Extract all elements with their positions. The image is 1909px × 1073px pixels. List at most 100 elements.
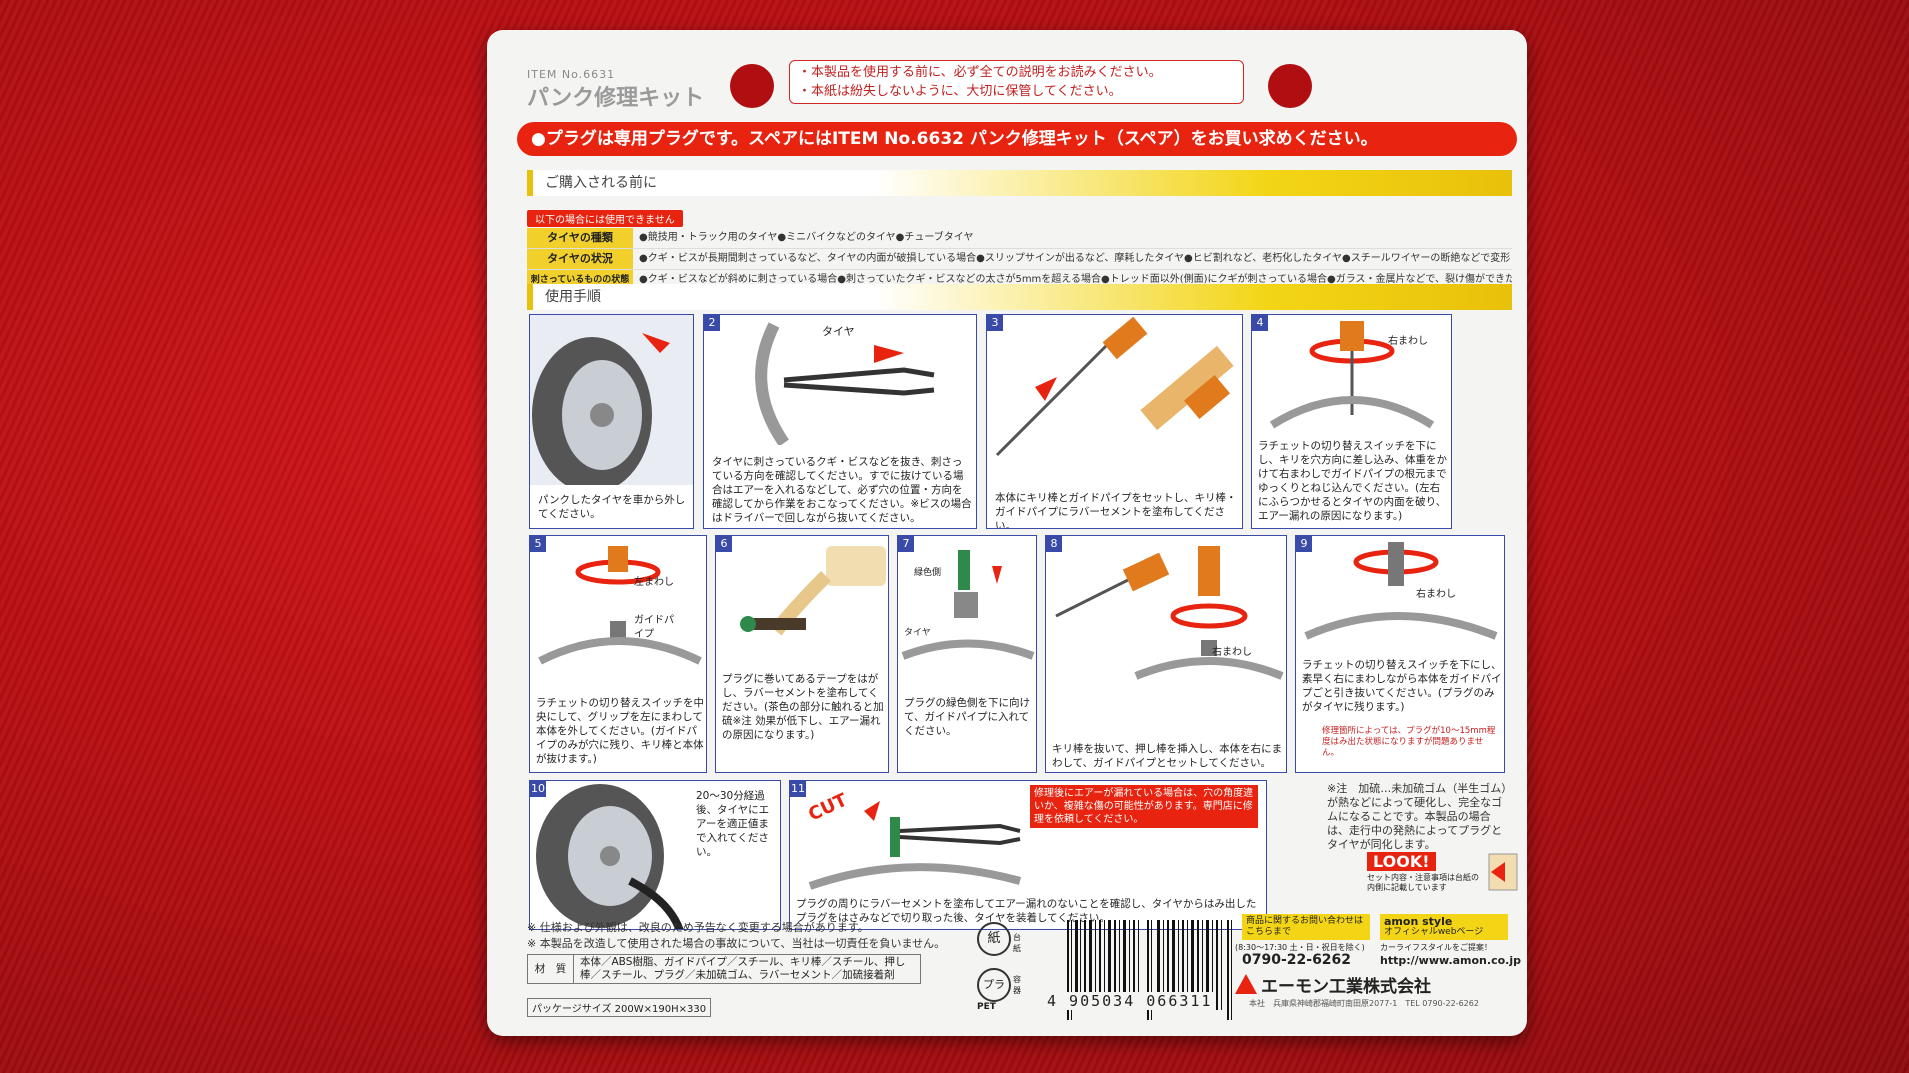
row-label: タイヤの種類	[527, 228, 633, 248]
step-number: 9	[1296, 536, 1312, 552]
step-1-panel: 1 パンクしたタイヤを車から外してください。	[529, 314, 694, 529]
step-4-panel: 4 右まわし ラチェットの切り替えスイッチを下にし、キリを穴方向に差し込み、体重…	[1251, 314, 1452, 529]
step-number: 5	[530, 536, 546, 552]
not-usable-badge: 以下の場合には使用できません	[527, 210, 683, 227]
step-8-panel: 8 右まわし キリ棒を抜いて、押し棒を挿入し、本体を右にまわして、ガイドパイプと…	[1045, 535, 1287, 773]
right-turn-illustration	[1269, 321, 1435, 429]
company-logo-icon	[1235, 974, 1257, 994]
pet-mark: PET	[977, 1002, 996, 1012]
row-text: ●クギ・ビスが長期間刺さっているなど、タイヤの内面が破損している場合●スリップサ…	[639, 253, 1512, 264]
footnotes: ※ 仕様および外観は、改良のため予告なく変更する場合があります。 ※ 本製品を改…	[527, 920, 1027, 952]
step-number: 2	[704, 315, 720, 331]
step-text: パンクしたタイヤを車から外してください。	[538, 494, 686, 520]
look-text: セット内容・注意事項は台紙の内側に記載しています	[1367, 873, 1479, 892]
materials-label: 材 質	[528, 955, 574, 983]
product-title: パンク修理キット	[527, 86, 705, 111]
read-instructions-warning: ・本製品を使用する前に、必ず全ての説明をお読みください。 ・本紙は紛失しないよう…	[789, 60, 1244, 104]
tool-and-cement-illustration	[995, 316, 1234, 457]
look-label: LOOK!	[1367, 852, 1436, 871]
table-row: タイヤの状況 ●クギ・ビスが長期間刺さっているなど、タイヤの内面が破損している場…	[527, 249, 1512, 270]
paper-note: 台紙	[1013, 933, 1021, 953]
pliers-illustration	[755, 322, 935, 445]
plastic-recycle-icon: プラ	[977, 968, 1011, 1002]
web-tag: カーライフスタイルをご提案！	[1380, 943, 1492, 952]
step-text: プラグの周りにラバーセメントを塗布してエアー漏れのないことを確認し、タイヤからは…	[796, 898, 1257, 924]
hang-hole-right	[1268, 64, 1312, 108]
conditions-table: タイヤの種類 ●競技用・トラック用のタイヤ●ミニバイクなどのタイヤ●チューブタイ…	[527, 228, 1512, 291]
web-label: amon style	[1384, 915, 1453, 928]
item-number: ITEM No.6631	[527, 68, 616, 81]
barcode-image	[1067, 920, 1232, 1020]
web-box: amon style オフィシャルwebページ	[1380, 914, 1508, 940]
before-purchase-heading: ご購入される前に	[527, 170, 1512, 196]
left-turn-illustration	[538, 546, 702, 665]
table-row: タイヤの種類 ●競技用・トラック用のタイヤ●ミニバイクなどのタイヤ●チューブタイ…	[527, 228, 1512, 249]
right-turn-label: 右まわし	[1212, 647, 1252, 658]
plug-and-cement-illustration	[740, 546, 886, 636]
warning-line: ・本紙は紛失しないように、大切に保管してください。	[798, 84, 1122, 99]
materials-text: 本体／ABS樹脂、ガイドパイプ／スチール、キリ棒／スチール、押し棒／スチール、プ…	[580, 956, 906, 981]
green-side-label: 緑色側	[914, 568, 942, 578]
phone-box: 商品に関するお問い合わせはこちらまで	[1242, 914, 1370, 940]
step-text: ラチェットの切り替えスイッチを中央にして、グリップを左にまわして本体を外してくだ…	[536, 697, 704, 765]
tire-label: タイヤ	[904, 628, 931, 638]
step-11-panel: 11 CUT 修理後にエアーが漏れている場合は、穴の角度違いか、複雑な傷の可能性…	[789, 780, 1267, 930]
spare-plug-banner: ●プラグは専用プラグです。スペアにはITEM No.6632 パンク修理キット（…	[517, 122, 1517, 156]
footnote: ※ 仕様および外観は、改良のため予告なく変更する場合があります。	[527, 921, 869, 934]
step-text: キリ棒を抜いて、押し棒を挿入し、本体を右にまわして、ガイドパイプとセットしてくだ…	[1052, 743, 1283, 769]
website-url: http://www.amon.co.jp	[1380, 954, 1521, 967]
recycle-marks: 紙 台紙 プラ 容器 PET	[977, 922, 1027, 1017]
step-text: タイヤに刺さっているクギ・ビスなどを抜き、刺さっている方向を確認してください。す…	[712, 456, 972, 524]
step-number: 4	[1252, 315, 1268, 331]
hours-text: (8:30～17:30 土・日・祝日を除く)	[1235, 943, 1365, 952]
step-2-panel: 2 タイヤ タイヤに刺さっているクギ・ビスなどを抜き、刺さっている方向を確認して…	[703, 314, 977, 529]
inflate-tire-illustration	[536, 784, 684, 929]
step-text: プラグの緑色側を下に向けて、ガイドパイプに入れてください。	[904, 697, 1030, 737]
footnote: ※ 本製品を改造して使用された場合の事故について、当社は一切責任を負いません。	[527, 937, 946, 950]
step-number: 11	[790, 781, 806, 797]
step-number: 6	[716, 536, 732, 552]
tire-label: タイヤ	[822, 325, 855, 338]
air-leak-warning: 修理後にエアーが漏れている場合は、穴の角度違いか、複雑な傷の可能性があります。専…	[1030, 785, 1258, 828]
step-text: 20～30分経過後、タイヤにエアーを適正値まで入れてください。	[696, 790, 770, 858]
package-back-card: ITEM No.6631 パンク修理キット ・本製品を使用する前に、必ず全ての説…	[487, 30, 1527, 1036]
step-text: プラグに巻いてあるテープをはがし、ラバーセメントを塗布してください。(茶色の部分…	[722, 673, 884, 741]
step-number: 10	[530, 781, 546, 797]
company-name: エーモン工業株式会社	[1261, 977, 1431, 997]
step-7-panel: 7 緑色側 タイヤ プラグの緑色側を下に向けて、ガイドパイプに入れてください。	[897, 535, 1037, 773]
guide-pipe-label: ガイドパイプ	[634, 615, 674, 640]
phone-number: 0790-22-6262	[1242, 952, 1352, 968]
web-sub: オフィシャルwebページ	[1384, 927, 1484, 937]
step-text: ラチェットの切り替えスイッチを下にし、キリを穴方向に差し込み、体重をかけて右まわ…	[1258, 440, 1447, 522]
barcode-number: 4 905034 066311	[1043, 992, 1217, 1010]
pull-out-illustration	[1304, 542, 1498, 640]
step-5-panel: 5 左まわし ガイドパイプ ラチェットの切り替えスイッチを中央にして、グリップを…	[529, 535, 707, 773]
materials-table: 材 質 本体／ABS樹脂、ガイドパイプ／スチール、キリ棒／スチール、押し棒／スチ…	[527, 954, 921, 984]
step-text: 本体にキリ棒とガイドパイプをセットし、キリ棒・ガイドパイプにラバーセメントを塗布…	[995, 492, 1237, 529]
warning-line: ・本製品を使用する前に、必ず全ての説明をお読みください。	[798, 65, 1162, 80]
insert-plug-illustration	[901, 550, 1035, 660]
step-10-panel: 10 20～30分経過後、タイヤにエアーを適正値まで入れてください。	[529, 780, 781, 930]
step-text: ラチェットの切り替えスイッチを下にし、素早く右にまわしながら本体をガイドパイプご…	[1302, 659, 1502, 713]
look-box: LOOK! セット内容・注意事項は台紙の内側に記載しています	[1367, 852, 1483, 892]
step-number: 3	[987, 315, 1003, 331]
push-rod-illustration	[1055, 546, 1284, 680]
right-turn-label: 右まわし	[1416, 589, 1456, 600]
arrow-open-icon	[1488, 853, 1518, 891]
cut-plug-illustration	[808, 801, 1022, 890]
hang-hole-left	[730, 64, 774, 108]
row-label: タイヤの状況	[527, 249, 633, 269]
phone-label: 商品に関するお問い合わせはこちらまで	[1246, 916, 1364, 937]
package-size: パッケージサイズ 200W×190H×330	[527, 998, 712, 1017]
company-address: 本社 兵庫県神崎郡福崎町南田原2077-1 TEL 0790-22-6262	[1249, 999, 1479, 1008]
step-number: 8	[1046, 536, 1062, 552]
paper-recycle-icon: 紙	[977, 922, 1011, 956]
step-9-note: 修理箇所によっては、プラグが10～15mm程度はみ出た状態になりますが問題ありま…	[1322, 726, 1496, 758]
row-text: ●クギ・ビスなどが斜めに刺さっている場合●刺さっていたクギ・ビスなどの太さが5m…	[639, 274, 1512, 285]
vulcanize-note: ※注 加硫…未加硫ゴム（半生ゴム）が熱などによって硬化し、完全なゴムになることで…	[1327, 782, 1507, 851]
row-text: ●競技用・トラック用のタイヤ●ミニバイクなどのタイヤ●チューブタイヤ	[639, 232, 974, 243]
step-number: 7	[898, 536, 914, 552]
tire-on-car-illustration	[530, 315, 693, 485]
step-6-panel: 6 プラグに巻いてあるテープをはがし、ラバーセメントを塗布してください。(茶色の…	[715, 535, 889, 773]
step-9-panel: 9 右まわし ラチェットの切り替えスイッチを下にし、素早く右にまわしながら本体を…	[1295, 535, 1505, 773]
